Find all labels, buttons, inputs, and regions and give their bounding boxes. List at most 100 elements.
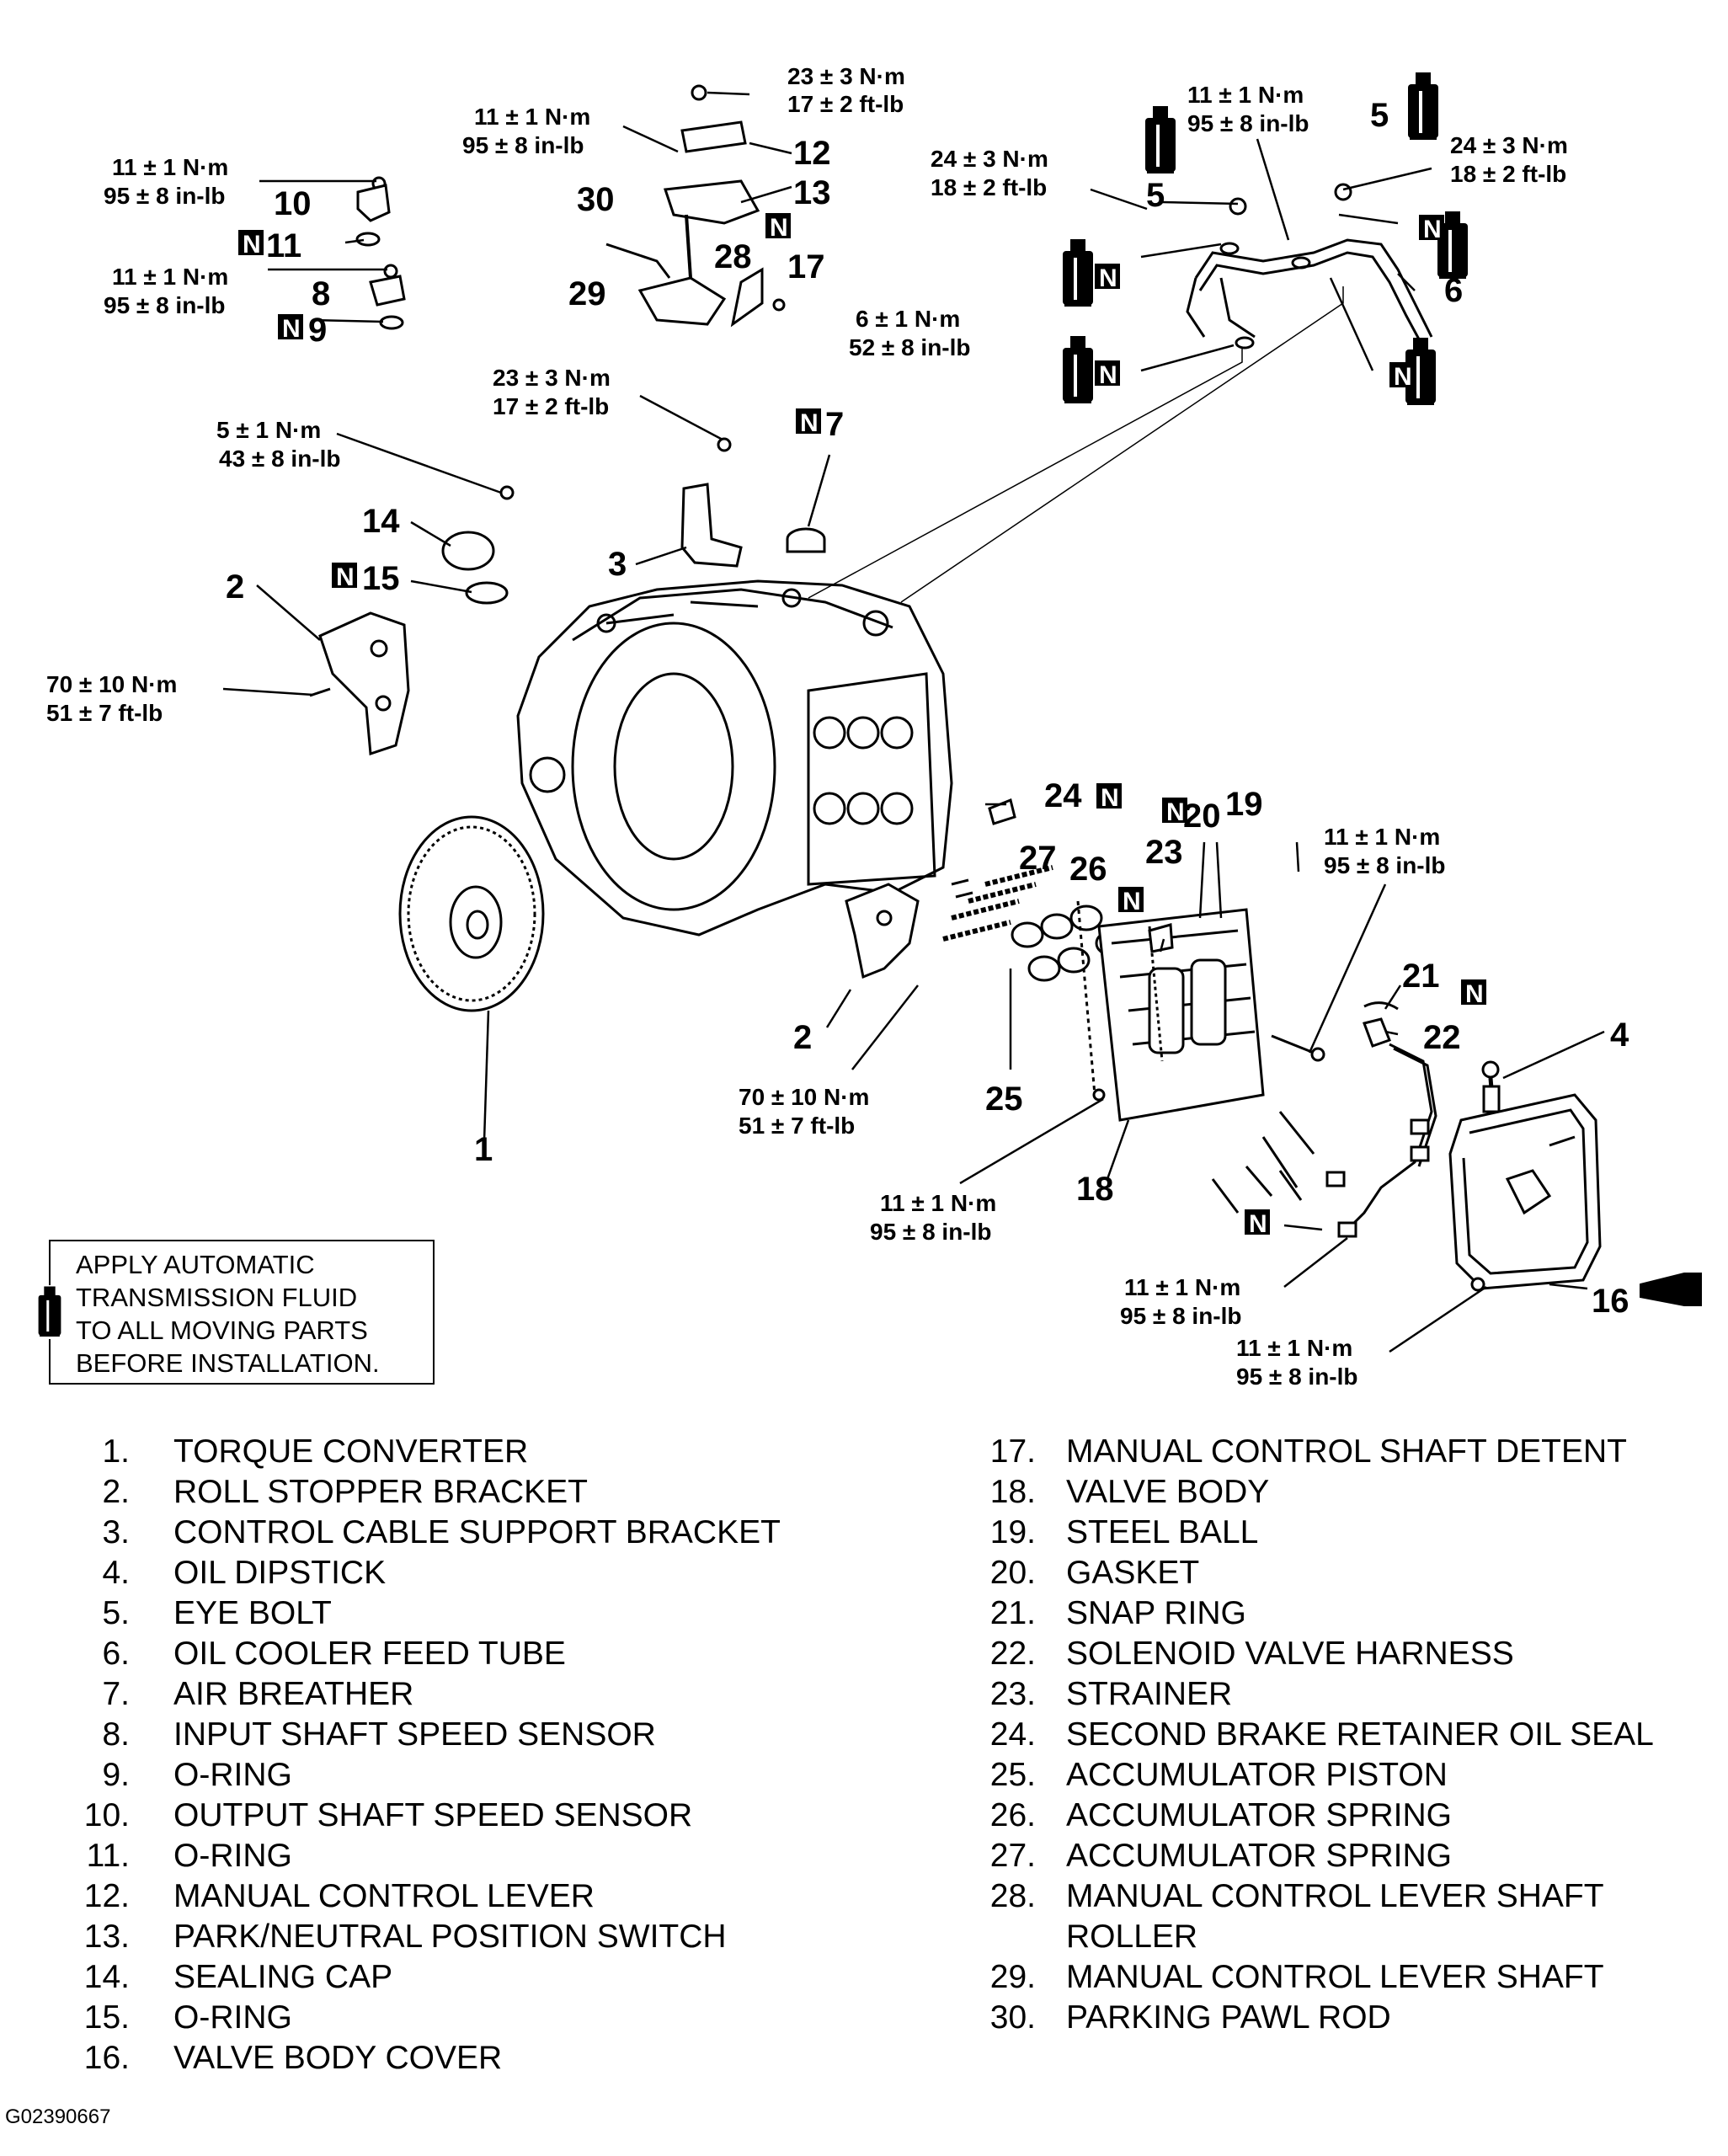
legend-item-number: 7. (102, 1676, 130, 1712)
legend-item: 15.O-RING (57, 1998, 781, 2038)
air-breather (786, 527, 826, 553)
svg-text:5 ± 1 N·m: 5 ± 1 N·m (216, 417, 321, 443)
legend-item-label: OIL DIPSTICK (173, 1555, 387, 1591)
legend-item-number: 20. (989, 1555, 1036, 1591)
svg-text:51 ± 7 ft-lb: 51 ± 7 ft-lb (739, 1113, 855, 1139)
torque-spec: 11 ± 1 N·m95 ± 8 in-lb (1120, 1274, 1242, 1329)
legend-item: 29.MANUAL CONTROL LEVER SHAFT (968, 1957, 1709, 1998)
torque-spec: 6 ± 1 N·m52 ± 8 in-lb (849, 306, 971, 360)
callout-15: 15 (362, 560, 400, 597)
svg-text:95 ± 8 in-lb: 95 ± 8 in-lb (1236, 1364, 1358, 1390)
legend-item-label: CONTROL CABLE SUPPORT BRACKET (173, 1514, 781, 1550)
torque-spec: 70 ± 10 N·m 51 ± 7 ft-lb (46, 671, 177, 726)
legend-item-label: OUTPUT SHAFT SPEED SENSOR (173, 1797, 693, 1833)
torque-spec: 11 ± 1 N·m 95 ± 8 in-lb (104, 154, 228, 209)
svg-text:11 ± 1 N·m: 11 ± 1 N·m (112, 154, 228, 180)
speed-sensors (355, 184, 406, 330)
torque-spec: 23 ± 3 N·m17 ± 2 ft-lb (493, 365, 611, 419)
roll-stopper-bracket (318, 611, 920, 979)
svg-text:52 ± 8 in-lb: 52 ± 8 in-lb (849, 334, 971, 360)
svg-text:11 ± 1 N·m: 11 ± 1 N·m (1187, 82, 1304, 108)
svg-text:23 ± 3 N·m: 23 ± 3 N·m (493, 365, 611, 391)
torque-spec: 24 ± 3 N·m18 ± 2 ft-lb (931, 146, 1048, 200)
legend-item-label: O-RING (173, 1999, 292, 2036)
callout-17: 17 (787, 248, 825, 286)
strainer (1148, 923, 1174, 953)
callout-9: 9 (308, 312, 327, 349)
torque-spec: 5 ± 1 N·m 43 ± 8 in-lb (216, 417, 341, 472)
legend-item-number: 19. (989, 1514, 1036, 1550)
callout-24: 24 (1044, 777, 1082, 814)
legend-item-number: 3. (102, 1514, 130, 1550)
bolts-valve-body (1092, 1034, 1325, 1214)
torque-spec: 23 ± 3 N·m17 ± 2 ft-lb (787, 63, 905, 117)
svg-text:N: N (1394, 363, 1412, 391)
svg-text:18 ± 2 ft-lb: 18 ± 2 ft-lb (931, 174, 1047, 200)
legend-item-label: O-RING (173, 1838, 292, 1874)
legend-item-number: 21. (989, 1595, 1036, 1631)
legend-item-label: MANUAL CONTROL SHAFT DETENT (1066, 1433, 1627, 1470)
svg-text:N: N (1123, 888, 1141, 915)
svg-text:24 ± 3 N·m: 24 ± 3 N·m (1450, 132, 1568, 158)
callout-22: 22 (1423, 1019, 1461, 1056)
svg-text:95 ± 8 in-lb: 95 ± 8 in-lb (104, 183, 226, 209)
callout-23: 23 (1145, 834, 1183, 871)
callout-3: 3 (608, 546, 627, 583)
legend-item: 3. CONTROL CABLE SUPPORT BRACKET (57, 1513, 781, 1553)
callout-5: 5 (1146, 177, 1165, 214)
svg-text:70 ± 10 N·m: 70 ± 10 N·m (46, 671, 177, 697)
legend-item-label: ACCUMULATOR SPRING (1066, 1797, 1452, 1833)
legend-item-number: 16. (83, 2040, 130, 2076)
svg-text:N: N (1249, 1210, 1267, 1238)
legend-item-label: STRAINER (1066, 1676, 1233, 1712)
svg-text:11 ± 1 N·m: 11 ± 1 N·m (474, 104, 590, 130)
svg-text:51 ± 7 ft-lb: 51 ± 7 ft-lb (46, 700, 163, 726)
callout-19: 19 (1225, 786, 1263, 823)
legend-item-number: 11. (86, 1838, 130, 1874)
legend-item: 20.GASKET (968, 1553, 1709, 1593)
legend-item: 27.ACCUMULATOR SPRING (968, 1836, 1709, 1876)
legend-item-number: 6. (102, 1636, 130, 1672)
torque-spec: 11 ± 1 N·m95 ± 8 in-lb (1187, 82, 1309, 136)
svg-text:17 ± 2 ft-lb: 17 ± 2 ft-lb (493, 393, 609, 419)
svg-text:11 ± 1 N·m: 11 ± 1 N·m (880, 1190, 996, 1216)
callout-4: 4 (1610, 1017, 1629, 1054)
legend-item-number: 5. (102, 1595, 130, 1631)
legend-item: 12.MANUAL CONTROL LEVER (57, 1876, 781, 1917)
callout-10: 10 (274, 185, 312, 222)
torque-spec: 70 ± 10 N·m51 ± 7 ft-lb (739, 1084, 869, 1139)
svg-text:11 ± 1 N·m: 11 ± 1 N·m (112, 264, 228, 290)
control-cable-support-bracket (680, 483, 743, 568)
atf-note-box: APPLY AUTOMATIC TRANSMISSION FLUID TO AL… (35, 1240, 435, 1385)
figure-id: G02390667 (5, 2105, 111, 2128)
svg-text:95 ± 8 in-lb: 95 ± 8 in-lb (1324, 852, 1446, 878)
legend-item: 26.ACCUMULATOR SPRING (968, 1796, 1709, 1836)
svg-text:N: N (336, 563, 355, 591)
legend-item-number: 25. (989, 1757, 1036, 1793)
legend-item-number: 9. (102, 1757, 130, 1793)
svg-text:95 ± 8 in-lb: 95 ± 8 in-lb (1187, 110, 1309, 136)
legend-item: 17. MANUAL CONTROL SHAFT DETENT (968, 1432, 1709, 1472)
legend-item-number: 2. (102, 1474, 130, 1510)
legend-item-label: SNAP RING (1066, 1595, 1246, 1631)
accumulator-springs-pistons (942, 798, 1128, 982)
svg-text:N: N (1099, 361, 1117, 389)
torque-specs: 23 ± 3 N·m17 ± 2 ft-lb 11 ± 1 N·m95 ± 8 … (46, 63, 1568, 1390)
callout-14: 14 (362, 503, 400, 540)
torque-spec: 11 ± 1 N·m95 ± 8 in-lb (1324, 824, 1446, 878)
legend-item-label: AIR BREATHER (173, 1676, 414, 1712)
legend-item-number: 24. (989, 1716, 1036, 1753)
callout-21: 21 (1402, 958, 1440, 995)
callout-27: 27 (1019, 840, 1057, 877)
svg-text:N: N (282, 315, 301, 343)
legend-item: 4.OIL DIPSTICK (57, 1553, 781, 1593)
legend-item-number: 30. (989, 1999, 1036, 2036)
callout-13: 13 (793, 174, 831, 211)
svg-text:43 ± 8 in-lb: 43 ± 8 in-lb (219, 446, 341, 472)
legend-item-number: 17. (989, 1433, 1036, 1470)
svg-text:N: N (770, 214, 788, 242)
legend-item: 6.OIL COOLER FEED TUBE (57, 1634, 781, 1674)
svg-text:95 ± 8 in-lb: 95 ± 8 in-lb (870, 1219, 992, 1245)
